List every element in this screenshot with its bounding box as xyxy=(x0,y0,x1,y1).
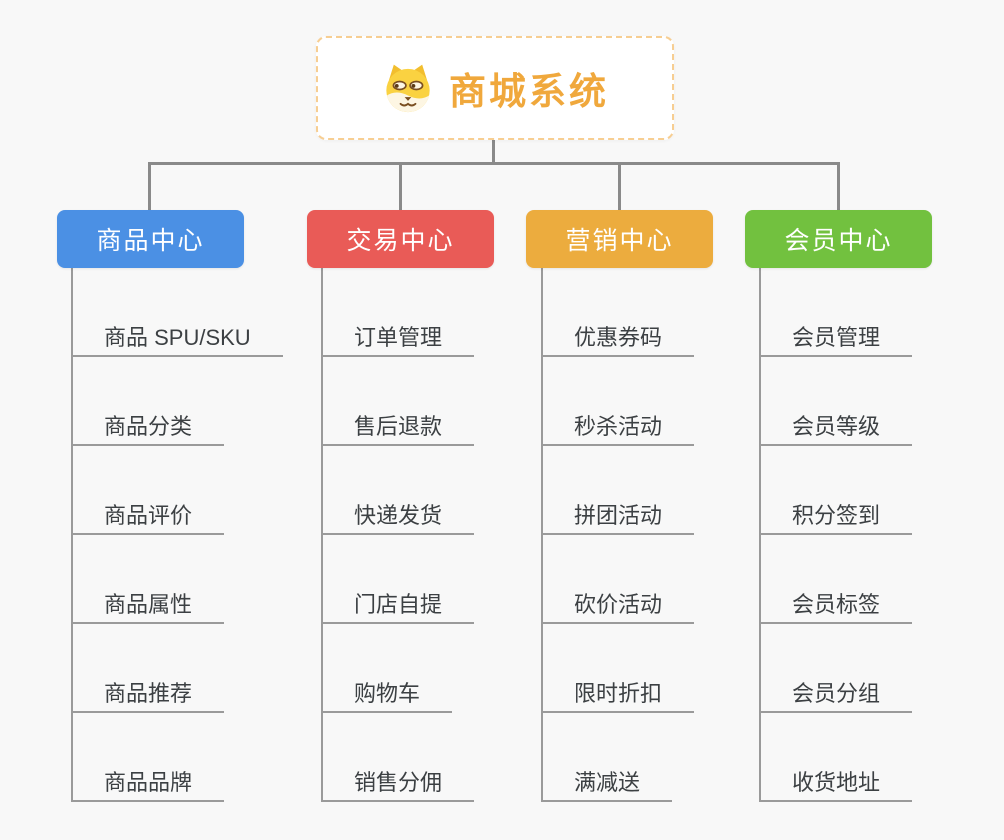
connector-root-stub xyxy=(492,140,495,165)
leaf-label: 积分签到 xyxy=(792,503,881,528)
leaf-label: 商品分类 xyxy=(104,414,193,439)
branch-node-trade-center[interactable]: 交易中心 xyxy=(307,210,494,268)
leaf-node[interactable]: 商品属性 xyxy=(71,586,225,624)
leaf-label: 订单管理 xyxy=(354,325,443,350)
leaf-label: 限时折扣 xyxy=(574,681,663,706)
connector-horizontal-line xyxy=(149,162,839,165)
leaf-node[interactable]: 拼团活动 xyxy=(541,497,695,535)
leaf-label: 满减送 xyxy=(574,770,641,795)
branch-label: 商品中心 xyxy=(96,227,205,255)
leaf-node[interactable]: 购物车 xyxy=(321,675,453,713)
leaf-node[interactable]: 会员等级 xyxy=(759,408,913,446)
leaf-label: 秒杀活动 xyxy=(574,414,663,439)
branch-node-product-center[interactable]: 商品中心 xyxy=(57,210,244,268)
leaf-label: 商品 SPU/SKU xyxy=(104,325,251,350)
connector-branch-stub xyxy=(399,162,402,210)
leaf-label: 砍价活动 xyxy=(574,592,663,617)
leaf-label: 拼团活动 xyxy=(574,503,663,528)
branch-node-marketing-center[interactable]: 营销中心 xyxy=(526,210,713,268)
leaf-node[interactable]: 积分签到 xyxy=(759,497,913,535)
leaf-node[interactable]: 优惠券码 xyxy=(541,319,695,357)
leaf-label: 商品品牌 xyxy=(104,770,193,795)
leaf-node[interactable]: 商品评价 xyxy=(71,497,225,535)
leaf-node[interactable]: 快递发货 xyxy=(321,497,475,535)
leaf-node[interactable]: 会员分组 xyxy=(759,675,913,713)
leaf-node[interactable]: 砍价活动 xyxy=(541,586,695,624)
connector-branch-stub xyxy=(618,162,621,210)
leaf-node[interactable]: 商品推荐 xyxy=(71,675,225,713)
leaf-label: 快递发货 xyxy=(354,503,443,528)
leaf-node[interactable]: 商品 SPU/SKU xyxy=(71,319,283,357)
connector-branch-stub xyxy=(148,162,151,210)
leaf-label: 会员等级 xyxy=(792,414,881,439)
root-node[interactable]: 商城系统 xyxy=(316,36,674,140)
leaf-node[interactable]: 商品分类 xyxy=(71,408,225,446)
leaf-node[interactable]: 会员标签 xyxy=(759,586,913,624)
leaf-label: 收货地址 xyxy=(792,770,881,795)
leaf-label: 商品评价 xyxy=(104,503,193,528)
leaf-label: 门店自提 xyxy=(354,592,443,617)
leaf-node[interactable]: 限时折扣 xyxy=(541,675,695,713)
leaf-label: 会员标签 xyxy=(792,592,881,617)
leaf-node[interactable]: 商品品牌 xyxy=(71,764,225,802)
leaf-label: 商品推荐 xyxy=(104,681,193,706)
leaf-label: 商品属性 xyxy=(104,592,193,617)
leaf-node[interactable]: 满减送 xyxy=(541,764,673,802)
branch-label: 营销中心 xyxy=(565,227,674,255)
leaf-node[interactable]: 秒杀活动 xyxy=(541,408,695,446)
doge-face-icon xyxy=(381,63,435,113)
leaf-label: 购物车 xyxy=(354,681,421,706)
branch-label: 会员中心 xyxy=(784,227,893,255)
leaf-node[interactable]: 收货地址 xyxy=(759,764,913,802)
branch-node-member-center[interactable]: 会员中心 xyxy=(745,210,932,268)
leaf-node[interactable]: 会员管理 xyxy=(759,319,913,357)
leaf-label: 售后退款 xyxy=(354,414,443,439)
leaf-label: 会员分组 xyxy=(792,681,881,706)
leaf-label: 会员管理 xyxy=(792,325,881,350)
leaf-label: 优惠券码 xyxy=(574,325,663,350)
leaf-label: 销售分佣 xyxy=(354,770,443,795)
root-title: 商城系统 xyxy=(449,71,609,112)
leaf-node[interactable]: 销售分佣 xyxy=(321,764,475,802)
leaf-node[interactable]: 门店自提 xyxy=(321,586,475,624)
leaf-node[interactable]: 订单管理 xyxy=(321,319,475,357)
connector-branch-stub xyxy=(837,162,840,210)
branch-label: 交易中心 xyxy=(346,227,455,255)
leaf-node[interactable]: 售后退款 xyxy=(321,408,475,446)
